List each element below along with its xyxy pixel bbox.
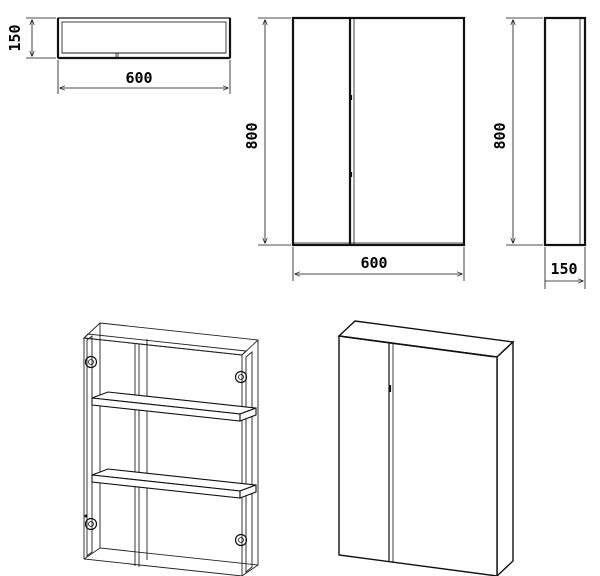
lower-shelf xyxy=(91,468,257,499)
front-view-width-dimension: 600 xyxy=(292,247,465,281)
isometric-closed-view xyxy=(337,320,515,576)
isometric-open-view xyxy=(83,322,259,576)
front-view-outline xyxy=(291,16,466,247)
front-view: 800 600 xyxy=(243,16,466,281)
side-depth-label: 150 xyxy=(550,260,577,278)
front-height-label: 800 xyxy=(243,122,261,149)
top-view-depth-dimension: 150 xyxy=(6,17,56,59)
top-depth-label: 150 xyxy=(6,24,24,51)
upper-shelf xyxy=(91,391,257,422)
hinge-top-left xyxy=(84,355,98,369)
top-width-label: 600 xyxy=(125,69,152,87)
front-width-label: 600 xyxy=(360,254,387,272)
top-view-outline xyxy=(56,17,232,60)
hinge-top-right xyxy=(234,370,248,384)
side-view-outline xyxy=(543,16,587,247)
top-view: 150 600 xyxy=(6,17,232,94)
front-view-height-dimension: 800 xyxy=(243,17,291,246)
side-view-depth-dimension: 150 xyxy=(544,247,586,289)
top-view-width-dimension: 600 xyxy=(57,60,231,94)
hinge-bottom-right xyxy=(234,533,248,547)
hinge-screw xyxy=(84,514,88,518)
side-height-label: 800 xyxy=(491,122,509,149)
side-view: 800 150 xyxy=(491,16,587,289)
side-view-height-dimension: 800 xyxy=(491,17,543,246)
hinge-bottom-left xyxy=(84,517,98,531)
